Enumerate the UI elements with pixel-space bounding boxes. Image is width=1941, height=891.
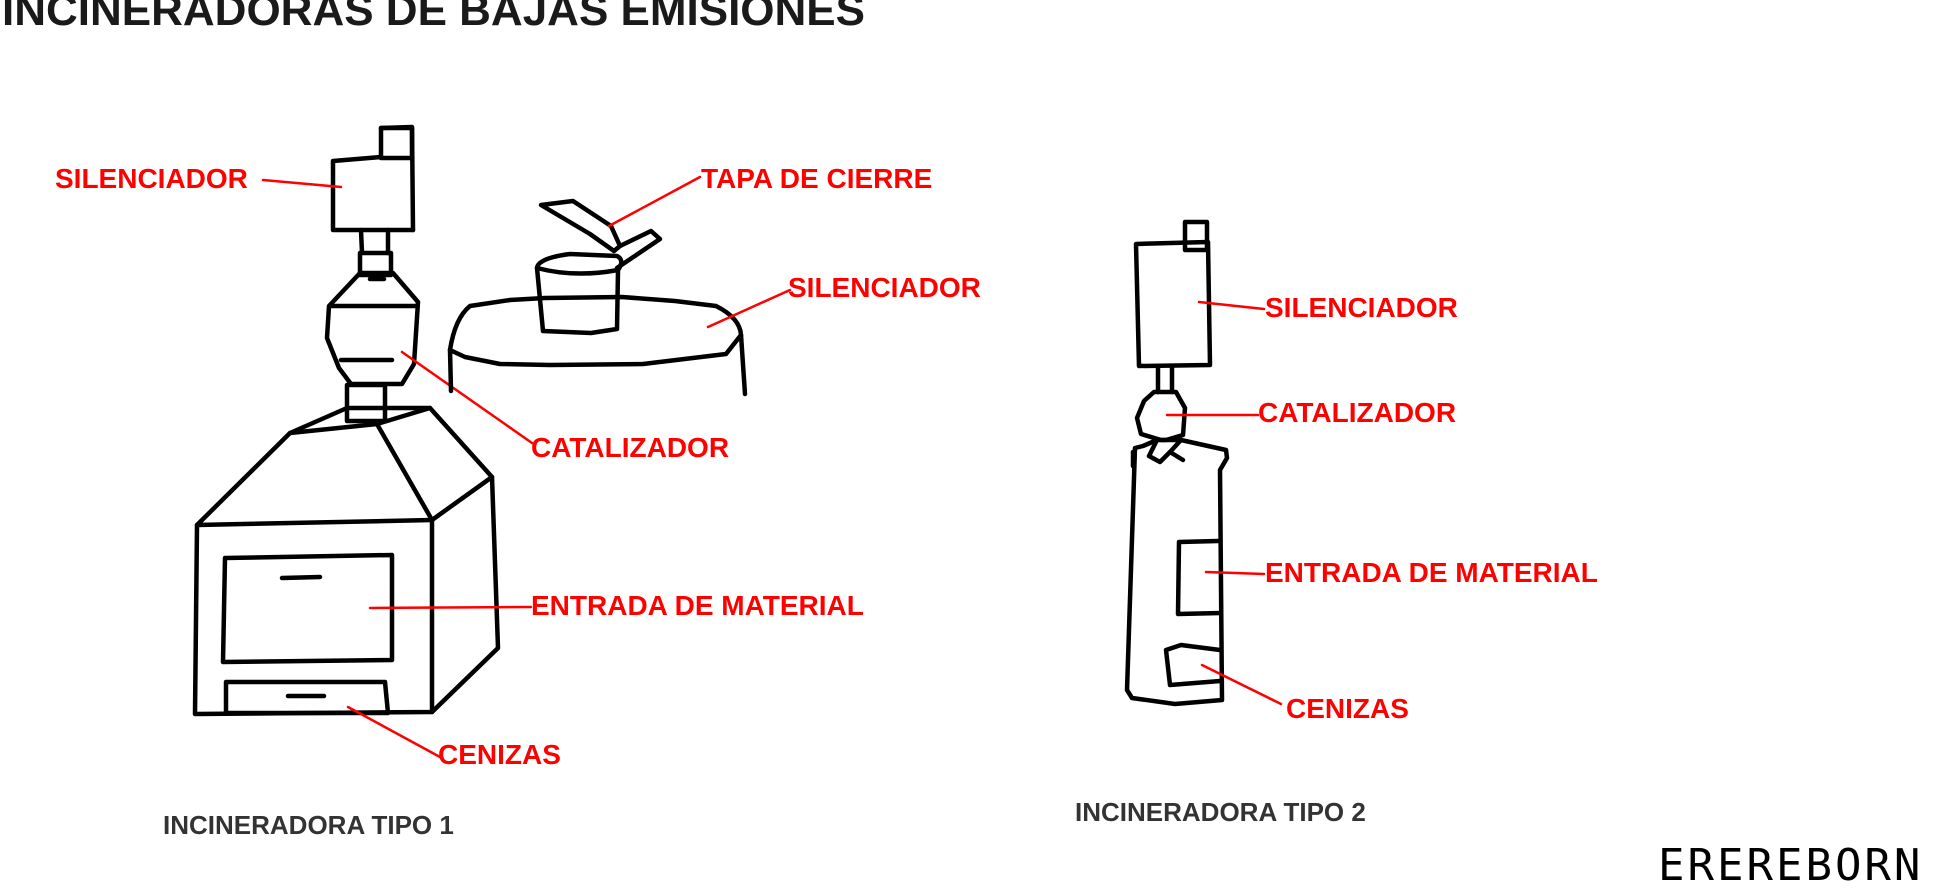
type2-label-cenizas: CENIZAS [1286,693,1409,724]
type2-neck [1155,363,1175,395]
type1-label-entrada: ENTRADA DE MATERIAL [531,590,864,621]
closure-lid [538,198,663,271]
type2-inlet-door [1175,538,1224,617]
type1-caption: INCINERADORA TIPO 1 [163,810,454,840]
type2-ash-door [1163,642,1223,688]
type1-housing [192,405,501,717]
type1-neck [357,227,394,278]
incinerator-type-1-drawing [192,124,534,759]
type1-label-cenizas: CENIZAS [438,739,561,770]
type1-ash-drawer [223,679,391,716]
title: INCINERADORAS DE BAJAS EMISIONES [2,0,866,35]
type1-door [220,552,395,665]
type2-label-entrada: ENTRADA DE MATERIAL [1265,557,1598,588]
type2-silencer [1133,219,1213,369]
type2-label-catalizador: CATALIZADOR [1258,397,1457,428]
type1-silencer [330,124,416,233]
lid-label-silenciador: SILENCIADOR [788,272,981,303]
incinerator-type-2-drawing [1124,219,1283,707]
brand-watermark: EREREBORN [1658,840,1924,891]
drum-top [447,294,748,397]
lid-detail-drawing [447,175,792,397]
type1-catalyst [324,270,421,424]
lid-cylinder [534,251,624,336]
type2-cylinder [1124,437,1230,707]
type2-caption: INCINERADORA TIPO 2 [1075,797,1366,827]
type2-label-silenciador: SILENCIADOR [1265,292,1458,323]
type1-label-catalizador: CATALIZADOR [531,432,730,463]
lid-label-tapa: TAPA DE CIERRE [701,163,933,194]
type1-label-silenciador: SILENCIADOR [55,163,248,194]
type2-catalyst [1134,389,1188,465]
